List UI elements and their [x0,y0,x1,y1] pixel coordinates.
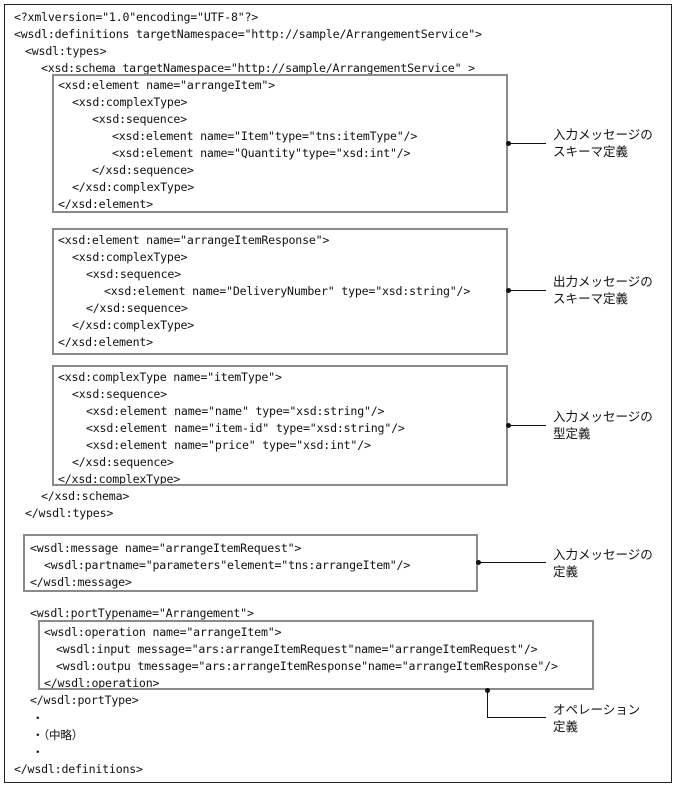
code-line: </xsd:schema> [41,489,130,503]
input-type-box [52,365,508,486]
code-line: </wsdl:message> [30,575,132,589]
code-line: <xsd:element name="Item"type="tns:itemTy… [112,129,418,143]
code-line: </xsd:complexType> [72,318,195,332]
code-line: <xsd:element name="price" type="xsd:int"… [86,438,371,452]
connector-dot [485,688,490,693]
code-line: </xsd:element> [58,335,153,349]
annotation-input-type: 入力メッセージの 型定義 [553,409,653,441]
connector-dot [506,141,511,146]
annotation-operation: オペレーション 定義 [553,702,641,734]
code-line: <wsdl:portTypename="Arrangement"> [30,606,254,620]
code-line: </xsd:sequence> [72,455,174,469]
output-schema-box [52,228,508,355]
connector-dot [506,288,511,293]
ellipsis-dot: ・ [32,745,44,759]
omitted-note: ・（中略） [32,728,84,742]
code-line: <wsdl:outpu tmessage="ars:arrangeItemRes… [56,659,558,673]
code-line: </xsd:complexType> [58,472,181,486]
connector-line [479,562,546,563]
code-line: <wsdl:types> [25,44,107,58]
input-schema-box [52,74,508,213]
code-line: <xsd:sequence> [86,267,181,281]
code-line: <wsdl:definitions targetNamespace="http:… [14,27,482,41]
code-line: </xsd:element> [58,197,153,211]
annotation-input-message: 入力メッセージの 定義 [553,547,653,579]
code-line: </wsdl:portType> [30,693,139,707]
code-line: </xsd:sequence> [86,301,188,315]
ellipsis-dot: ・ [32,711,44,725]
annotation-output-schema: 出力メッセージの スキーマ定義 [553,274,653,306]
annotation-input-schema: 入力メッセージの スキーマ定義 [553,127,653,159]
code-line: </wsdl:definitions> [14,762,143,776]
code-line: <xsd:complexType> [72,250,188,264]
code-line: </xsd:sequence> [92,163,194,177]
code-line: <?xmlversion="1.0"encoding="UTF-8"?> [14,10,259,24]
code-line: <xsd:complexType> [72,95,188,109]
connector-line [487,691,488,717]
figure-frame [4,4,672,783]
code-line: <wsdl:operation name="arrangeItem"> [44,625,282,639]
message-box [23,534,478,592]
connector-line [509,290,546,291]
code-line: </wsdl:types> [25,506,114,520]
code-line: <xsd:element name="DeliveryNumber" type=… [104,284,471,298]
connector-line [487,717,546,718]
code-line: <wsdl:partname="parameters"element="tns:… [44,558,411,572]
code-line: </xsd:complexType> [72,180,195,194]
code-line: <xsd:element name="name" type="xsd:strin… [86,404,385,418]
code-line: <xsd:sequence> [92,112,187,126]
code-line: <xsd:schema targetNamespace="http://samp… [41,61,475,75]
code-line: <xsd:element name="arrangeItem"> [58,78,275,92]
code-line: <xsd:element name="Quantity"type="xsd:in… [112,146,411,160]
code-line: <xsd:complexType name="itemType"> [58,370,282,384]
connector-line [509,425,546,426]
connector-dot [506,423,511,428]
code-line: <wsdl:message name="arrangeItemRequest"> [30,541,302,555]
operation-box [38,620,594,690]
connector-line [509,143,546,144]
connector-dot [476,560,481,565]
code-line: </wsdl:operation> [44,676,160,690]
code-line: <xsd:sequence> [72,387,167,401]
code-line: <xsd:element name="arrangeItemResponse"> [58,233,330,247]
code-line: <xsd:element name="item-id" type="xsd:st… [86,421,405,435]
code-line: <wsdl:input message="ars:arrangeItemRequ… [56,642,538,656]
